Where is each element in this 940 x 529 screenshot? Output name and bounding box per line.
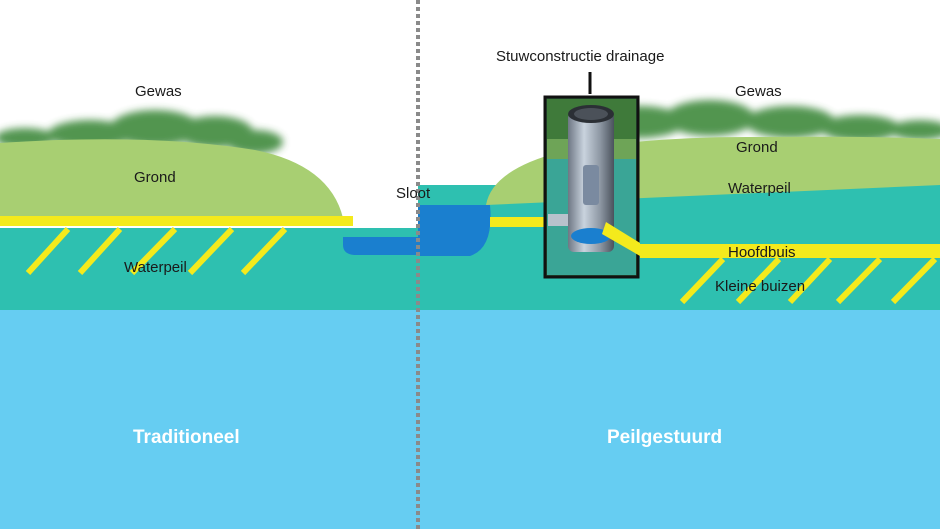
label-water-level-left: Waterpeil [124,259,187,276]
ditch-water-left [343,237,418,255]
ditch-water-right [418,205,491,256]
label-crop-left: Gewas [135,83,182,100]
drain-pipe-right-inlet [490,217,550,227]
soil-left [0,139,343,218]
label-small-pipes: Kleine buizen [715,278,806,295]
label-soil-left: Grond [134,169,176,186]
label-water-level-right: Waterpeil [728,180,791,197]
label-crop-right: Gewas [735,83,782,100]
title-controlled: Peilgestuurd [607,427,723,448]
aquifer-layer [0,308,940,529]
label-soil-right: Grond [736,139,778,156]
label-main-pipe: Hoofdbuis [728,244,796,261]
crop-right [595,100,940,141]
drain-pipe-left-level [0,216,353,226]
main-pipe-right [640,244,940,258]
structure-inset [543,95,640,279]
label-structure: Stuwconstructie drainage [496,48,665,65]
title-traditional: Traditioneel [133,427,240,448]
small-pipes-right [679,256,938,305]
label-ditch: Sloot [396,185,431,202]
small-pipes-left [25,226,288,276]
